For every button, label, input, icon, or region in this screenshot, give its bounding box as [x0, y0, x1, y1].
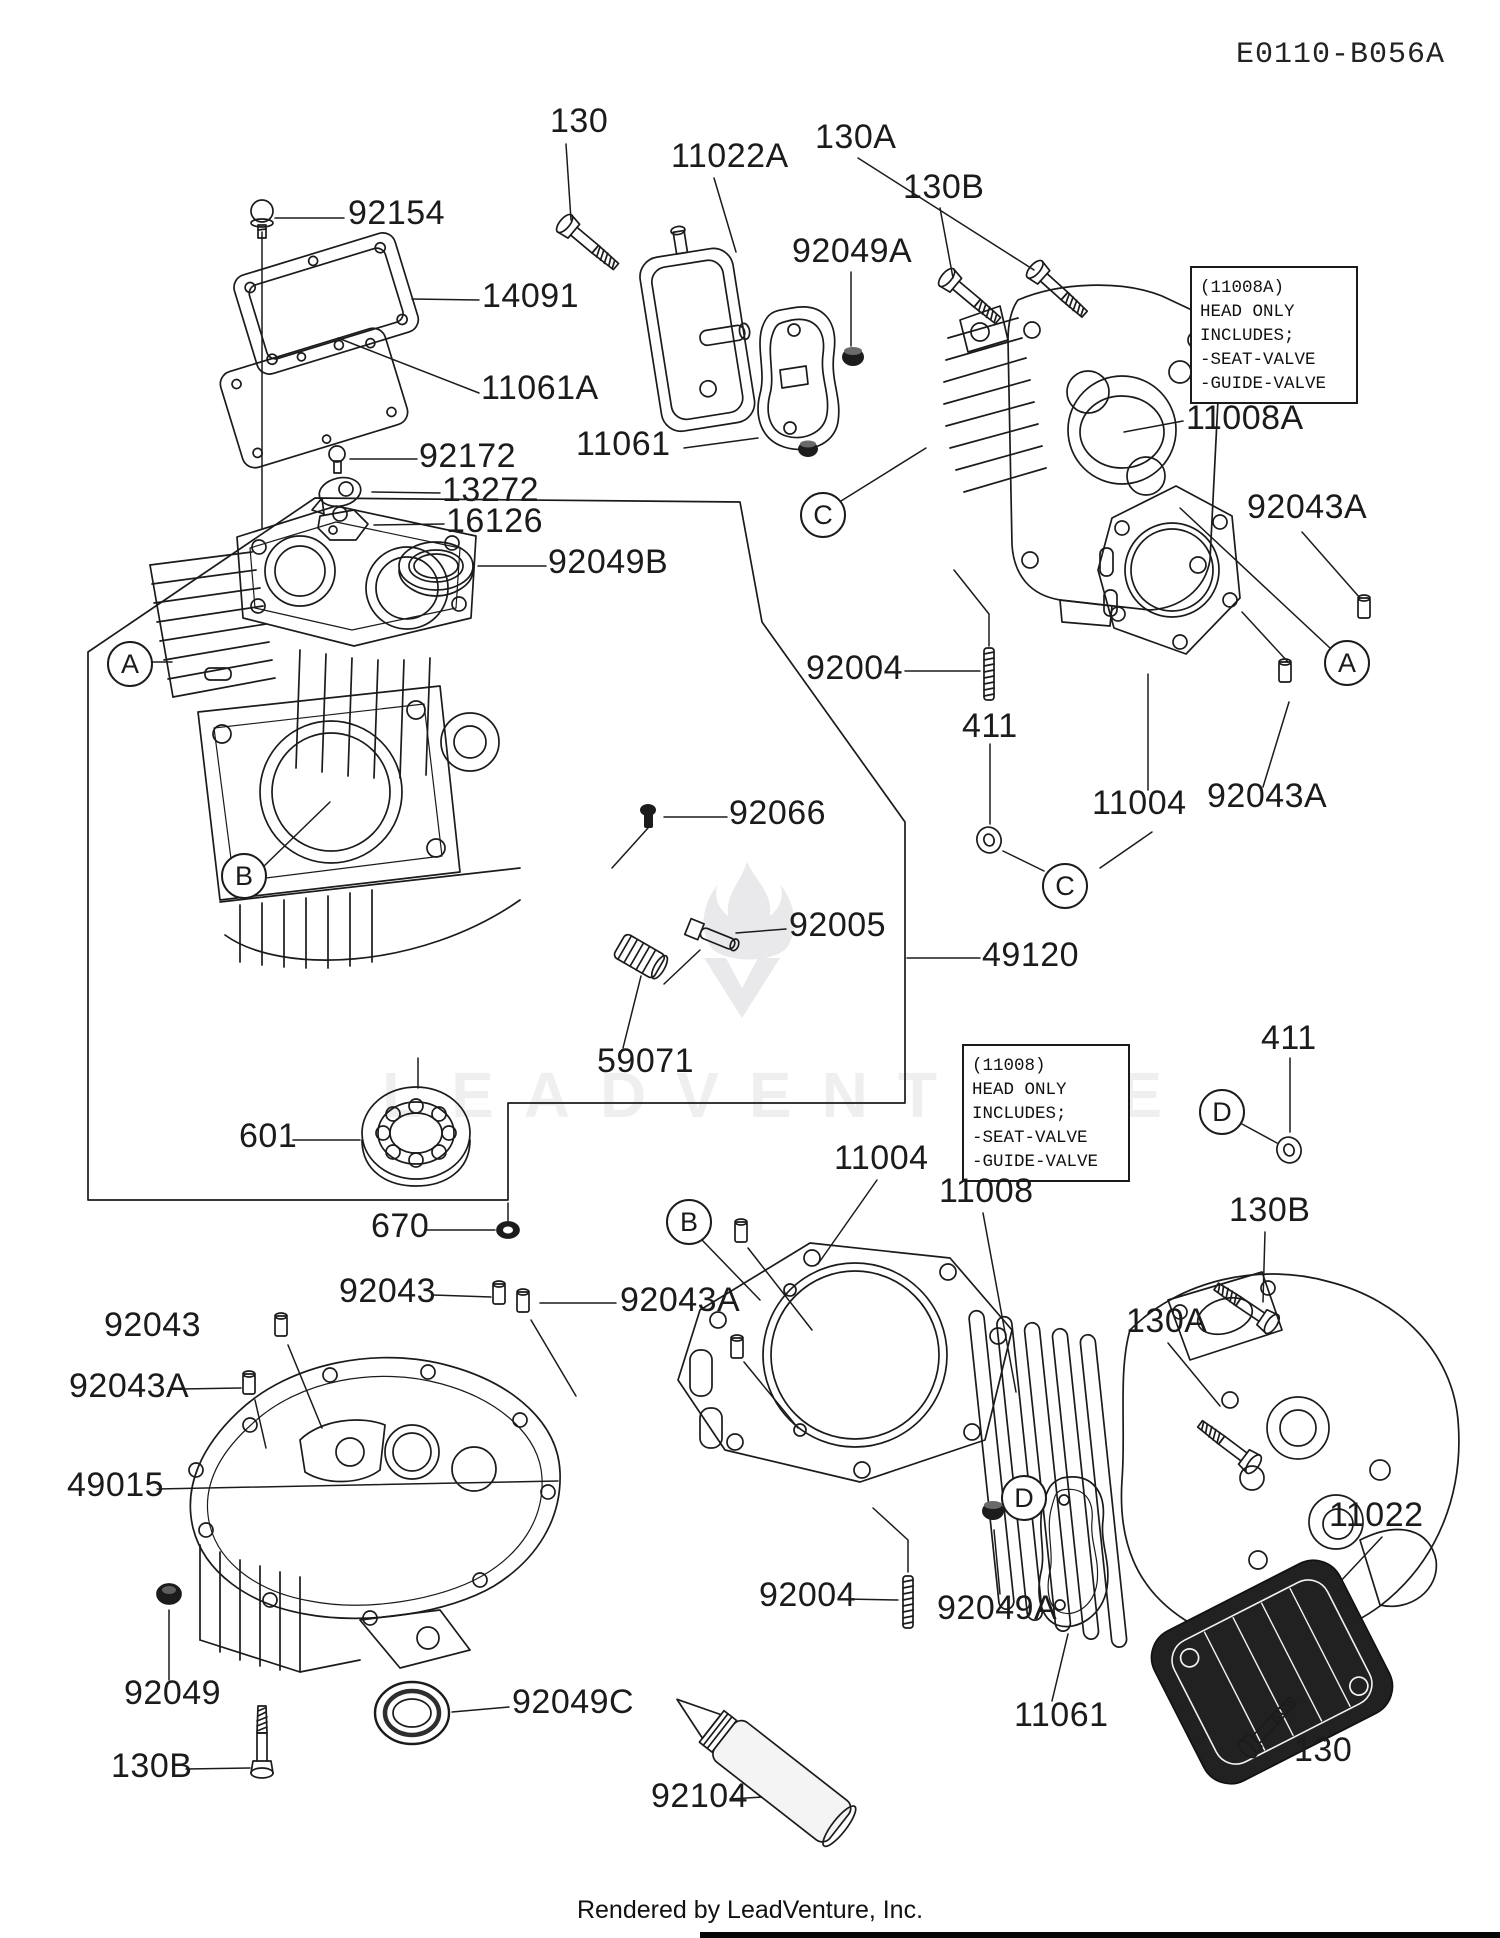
- document-code: E0110-B056A: [1236, 38, 1446, 72]
- pin-92043a-icon: [516, 1288, 530, 1313]
- pin-92043-icon: [492, 1280, 506, 1305]
- bolt-92066-icon: [640, 804, 656, 828]
- seal-92049b-icon: [398, 541, 474, 597]
- valve-cover-11022-drawing: [1150, 1559, 1394, 1785]
- sealant-tube-92104-icon: [676, 1698, 857, 1848]
- fitting-92005-icon: [683, 917, 740, 952]
- head-gasket-11004-top-drawing: [1097, 485, 1241, 655]
- cylinder-head-11008-drawing: [968, 1271, 1460, 1648]
- cylinder-head-11008a-drawing: [943, 284, 1220, 627]
- plate-14091-drawing: [233, 232, 420, 375]
- seal-92049c-icon: [373, 1680, 451, 1746]
- crankcase-cylinder-49120-drawing: [149, 505, 521, 969]
- crankcase-half-49015-drawing: [188, 1356, 561, 1673]
- screw-92172-icon: [328, 445, 346, 474]
- nut-92049-icon: [156, 1583, 182, 1605]
- pin-92043a-icon: [730, 1334, 744, 1359]
- head-gasket-11004-bottom-drawing: [677, 1242, 1013, 1483]
- bolt-130b-bottom-right-icon: [1209, 1276, 1283, 1337]
- assembly-outline-49120: [87, 497, 906, 1201]
- bolt-130b-top-icon: [934, 265, 1006, 330]
- footer-credit: Rendered by LeadVenture, Inc.: [576, 1896, 924, 1924]
- pin-92043a-icon: [1278, 658, 1292, 683]
- pin-92043-icon: [274, 1312, 288, 1337]
- plug-59071-icon: [613, 933, 669, 980]
- gasket-11061a-drawing: [219, 327, 409, 469]
- washer-411-top-icon: [972, 822, 1006, 858]
- pin-92043a-icon: [1357, 594, 1371, 619]
- washer-411-bottom-icon: [1272, 1132, 1306, 1168]
- plug-92049a-top-icon: [798, 347, 864, 457]
- screw-92154-icon: [250, 199, 274, 239]
- stud-92004-bottom-icon: [902, 1575, 914, 1629]
- bearing-601-icon: [361, 1086, 471, 1187]
- bolt-130b-bottom-left-icon: [250, 1705, 274, 1779]
- leadventure-flame-logo: [703, 862, 795, 1018]
- stud-92004-top-icon: [983, 647, 995, 701]
- plug-92049a-bottom-icon: [982, 1501, 1004, 1520]
- bottom-edge-bar: [700, 1932, 1500, 1938]
- oring-670-icon: [496, 1221, 520, 1239]
- leader-lines: [149, 143, 1383, 1800]
- valve-cover-11022a-drawing: [639, 225, 756, 433]
- pin-92043a-icon: [242, 1370, 256, 1395]
- pin-92043a-icon: [734, 1218, 748, 1243]
- rocker-gasket-11061-top-drawing: [757, 306, 840, 451]
- bolt-130a-top-icon: [1022, 256, 1093, 324]
- bolt-130-top-icon: [552, 211, 624, 276]
